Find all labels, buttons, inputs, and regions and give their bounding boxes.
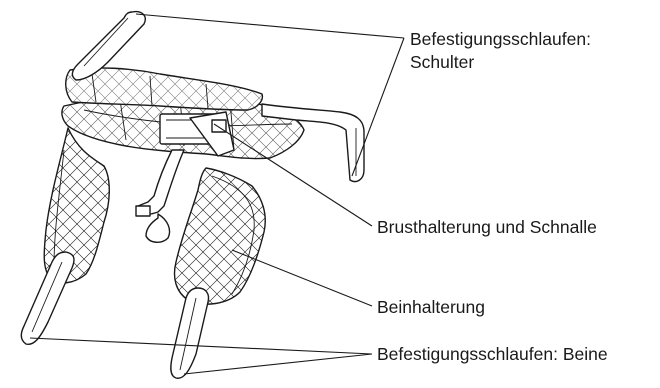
- label-chest-support: Brusthalterung und Schnalle: [377, 216, 597, 239]
- leader-leg: [232, 250, 372, 306]
- leader-legloop-right: [184, 354, 372, 374]
- leader-shoulder-left: [136, 14, 404, 38]
- label-leg-support: Beinhalterung: [377, 296, 485, 319]
- leader-shoulder-right: [352, 38, 404, 176]
- right-leg-support: [175, 168, 266, 304]
- label-leg-loops: Befestigungsschlaufen: Beine: [377, 343, 608, 366]
- label-shoulder-line2: Schulter: [410, 51, 591, 74]
- label-shoulder-loops: Befestigungsschlaufen: Schulter: [410, 28, 591, 74]
- label-shoulder-line1: Befestigungsschlaufen:: [410, 28, 591, 51]
- headrest: [66, 68, 263, 110]
- leader-legloop-left: [30, 338, 372, 354]
- leg-loop-right: [171, 288, 209, 378]
